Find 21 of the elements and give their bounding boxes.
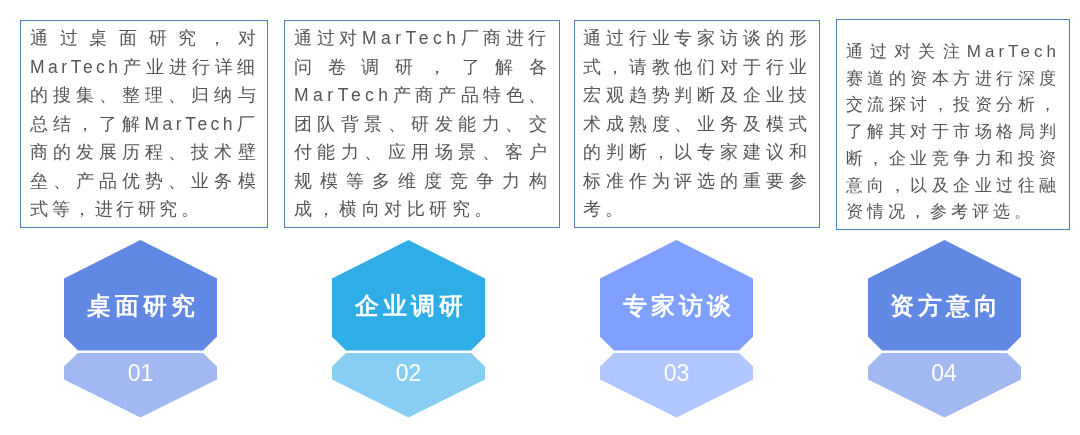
number-tab <box>332 352 485 417</box>
step-number: 01 <box>127 359 154 387</box>
step-number: 03 <box>663 359 690 387</box>
hexagon-badge <box>600 239 753 350</box>
step-title: 企业调研 <box>353 291 467 320</box>
description-text: 通过对MarTech厂商进行问卷调研，了解各MarTech产商产品特色、团队背景、研发能力、交付能力、应用场景、客户规模等多维度竞争力构成，横向对比研究。 <box>294 27 551 221</box>
hexagon-badge <box>867 239 1021 350</box>
hexagon-badge <box>332 239 485 350</box>
description-text: 通过对关注MarTech赛道的资本方进行深度交流探讨，投资分析，了解其对于市场格局判断，企业竞争力和投资意向，以及企业过往融资情况，参考评选。 <box>846 41 1060 224</box>
step-number: 02 <box>395 359 422 387</box>
description-text: 通过桌面研究，对MarTech产业进行详细的搜集、整理、归纳与总结，了解MarTech厂商的发展历程、技术壁垒、产品优势、业务模式等，进行研究。 <box>30 27 259 221</box>
step-title: 桌面研究 <box>85 291 199 320</box>
step-number: 04 <box>931 359 957 387</box>
step-title: 专家访谈 <box>621 291 735 320</box>
number-tab <box>600 352 753 417</box>
hexagon-badge <box>64 239 217 350</box>
number-tab <box>64 352 217 417</box>
description-box <box>836 19 1070 230</box>
number-tab <box>867 352 1021 417</box>
step-title: 资方意向 <box>889 291 1002 320</box>
description-text: 通过行业专家访谈的形式，请教他们对于行业宏观趋势判断及企业技术成熟度、业务及模式的判断，以专家建议和标准作为评选的重要参考。 <box>583 27 811 221</box>
